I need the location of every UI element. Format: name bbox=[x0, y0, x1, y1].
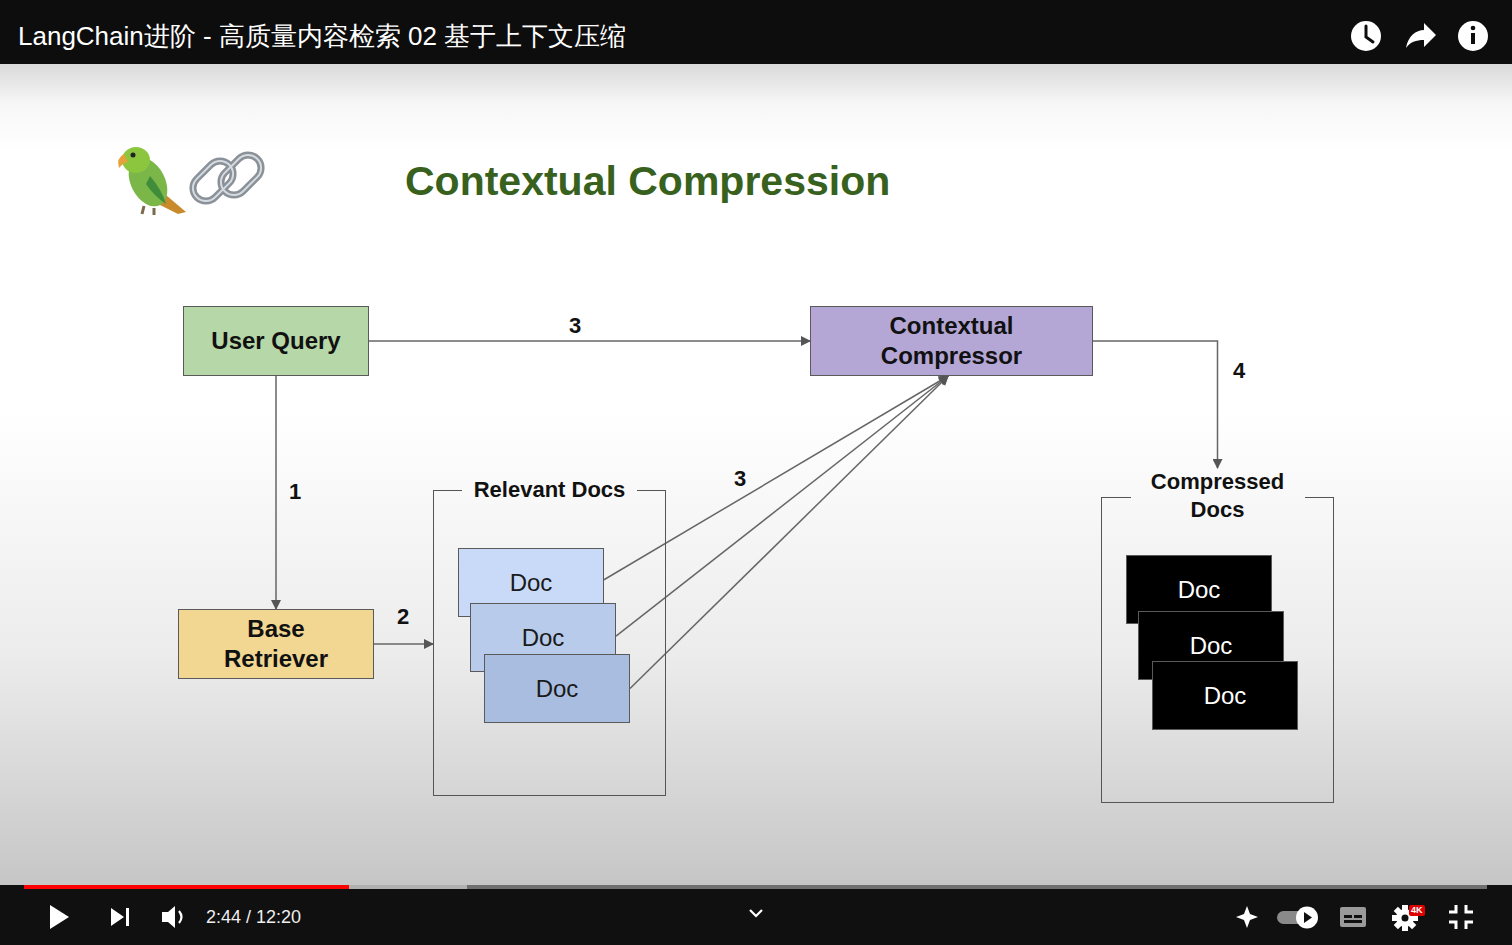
control-bar bbox=[0, 885, 1512, 945]
bracket-heading-row: Compressed Docs bbox=[1101, 468, 1334, 524]
quality-badge: 4K bbox=[1409, 905, 1425, 916]
sparkle-icon bbox=[1236, 906, 1258, 928]
bracket-right bbox=[665, 490, 666, 796]
video-title: LangChain进阶 - 高质量内容检索 02 基于上下文压缩 bbox=[18, 20, 626, 52]
callout-number: 1 bbox=[289, 479, 301, 505]
connector bbox=[1093, 341, 1218, 468]
connector bbox=[630, 376, 948, 689]
group-heading: Relevant Docs bbox=[474, 476, 626, 504]
next-icon bbox=[111, 908, 129, 926]
compressed-doc-card: Doc bbox=[1152, 661, 1298, 730]
chain-highlight bbox=[188, 150, 267, 207]
fullscreen-exit-icon bbox=[1449, 905, 1473, 929]
compressor-box: Contextual Compressor bbox=[810, 306, 1093, 376]
bracket-left bbox=[433, 490, 434, 796]
compressed-bracket: Compressed DocsDocDocDoc bbox=[1101, 468, 1334, 803]
autoplay-toggle bbox=[1277, 907, 1318, 929]
bracket-right bbox=[1333, 497, 1334, 803]
progress-track bbox=[24, 885, 1487, 889]
bracket-top-left bbox=[433, 490, 462, 491]
query-box: User Query bbox=[183, 306, 369, 376]
group-heading: Compressed Docs bbox=[1143, 468, 1293, 524]
info-icon bbox=[1458, 21, 1488, 51]
bracket-top-right bbox=[1305, 497, 1335, 498]
retriever-box: Base Retriever bbox=[178, 609, 374, 679]
time-readout: 2:44 / 12:20 bbox=[206, 906, 301, 928]
chain-emoji bbox=[188, 150, 267, 207]
clock-icon bbox=[1351, 21, 1381, 51]
parrot-emoji bbox=[118, 147, 186, 215]
doc-label: Doc bbox=[1190, 631, 1233, 661]
share-icon bbox=[1406, 23, 1436, 48]
box-label: Contextual Compressor bbox=[852, 311, 1052, 371]
bracket-left bbox=[1101, 497, 1102, 803]
play-icon bbox=[50, 905, 69, 929]
box-label: User Query bbox=[211, 326, 340, 356]
doc-label: Doc bbox=[522, 623, 565, 653]
top-bar bbox=[0, 0, 1512, 64]
callout-number: 2 bbox=[397, 604, 409, 630]
bracket-heading-row: Relevant Docs bbox=[433, 476, 666, 504]
progress-played bbox=[24, 885, 349, 889]
callout-number: 3 bbox=[569, 313, 581, 339]
subtitles-icon bbox=[1340, 907, 1366, 927]
callout-number: 3 bbox=[734, 466, 746, 492]
doc-card: Doc bbox=[484, 654, 630, 723]
progress-buffer bbox=[24, 885, 467, 889]
bracket-bottom bbox=[1101, 802, 1334, 803]
connector bbox=[369, 340, 810, 342]
doc-label: Doc bbox=[510, 568, 553, 598]
doc-label: Doc bbox=[1204, 681, 1247, 711]
doc-label: Doc bbox=[536, 674, 579, 704]
connector bbox=[275, 376, 277, 609]
chevron-icon bbox=[750, 910, 762, 916]
doc-label: Doc bbox=[1178, 575, 1221, 605]
bracket-top-right bbox=[637, 490, 666, 491]
bracket-top-left bbox=[1101, 497, 1131, 498]
callout-number: 4 bbox=[1233, 358, 1245, 384]
connector bbox=[604, 376, 948, 580]
volume-icon bbox=[162, 906, 182, 928]
bracket-bottom bbox=[433, 795, 666, 796]
docs-bracket: Relevant DocsDocDocDoc bbox=[433, 476, 666, 796]
connector bbox=[374, 643, 433, 645]
slide-title: Contextual Compression bbox=[405, 158, 890, 205]
box-label: Base Retriever bbox=[196, 614, 356, 674]
